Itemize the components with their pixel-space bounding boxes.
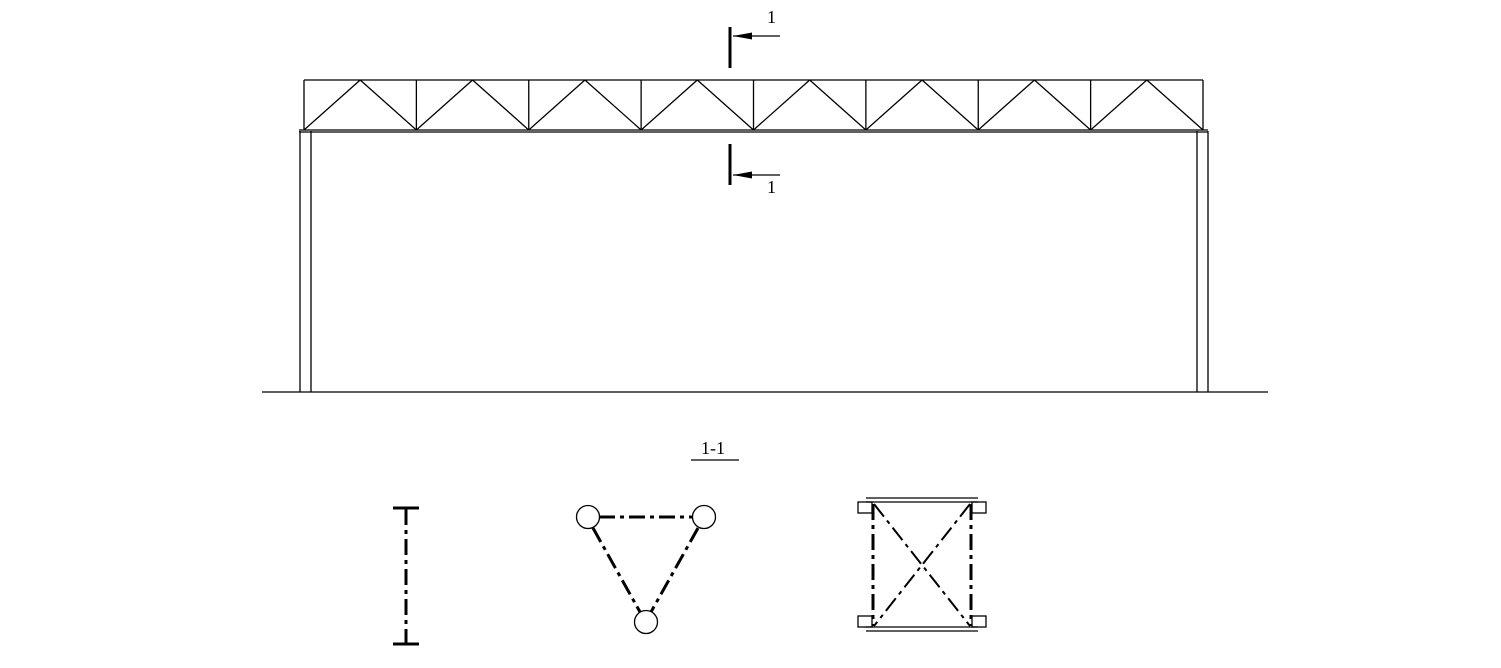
chord-box-top-right: [971, 501, 987, 514]
chord-box-bottom-left: [857, 615, 873, 628]
right-column: [1196, 131, 1209, 392]
section-mark-top: 1: [728, 7, 780, 68]
chord-box-bottom-right: [971, 615, 987, 628]
chord-circle-left: [575, 504, 601, 530]
section-1-1: 1-1: [393, 438, 987, 646]
truss-diagonal: [865, 79, 923, 131]
truss-diagonal: [359, 79, 417, 131]
truss-diagonal: [921, 79, 979, 131]
truss-diagonal: [696, 79, 754, 131]
truss-diagonal: [1034, 79, 1092, 131]
truss-diagonal: [415, 79, 473, 131]
truss-diagonal: [753, 79, 811, 131]
truss-diagonal: [977, 79, 1035, 131]
truss-web-members: [303, 79, 1204, 131]
section-mark-top-label: 1: [767, 7, 776, 27]
truss-diagonal: [809, 79, 867, 131]
rectangular-section: [857, 497, 987, 632]
triangular-section: [575, 504, 717, 635]
truss-diagonal: [584, 79, 642, 131]
truss-diagonal: [1090, 79, 1148, 131]
section-mark-bottom-label: 1: [767, 177, 776, 197]
section-mark-bottom: 1: [728, 144, 780, 197]
left-column: [299, 131, 312, 392]
truss-diagonal: [1146, 79, 1204, 131]
roof-truss: [299, 79, 1208, 133]
section-title: 1-1: [701, 438, 725, 458]
chord-circle-right: [691, 504, 717, 530]
truss-diagonal: [472, 79, 530, 131]
i-beam-section: [393, 506, 419, 646]
elevation-view: 1 1: [262, 7, 1268, 393]
truss-diagonal: [303, 79, 361, 131]
chord-box-top-left: [857, 501, 873, 514]
chord-circle-bottom: [633, 609, 659, 635]
truss-diagonal: [528, 79, 586, 131]
truss-diagonal: [640, 79, 698, 131]
